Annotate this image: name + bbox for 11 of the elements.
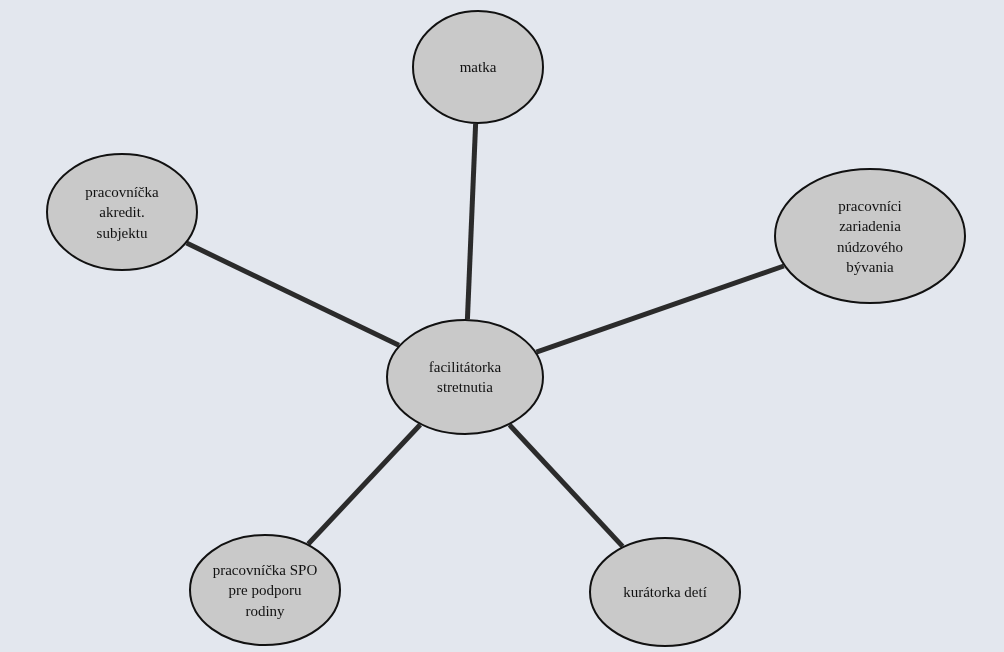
node-label: pracovníci zariadenia núdzového bývania <box>836 196 904 277</box>
node-label: kurátorka detí <box>622 582 708 602</box>
connector-line <box>535 263 785 355</box>
node-label: pracovníčka SPO pre podporu rodiny <box>211 560 319 621</box>
node-label: facilitátorka stretnutia <box>427 357 503 397</box>
connector-line <box>507 423 625 549</box>
connector-line <box>464 123 479 320</box>
connector-line <box>306 423 422 546</box>
node-label: matka <box>458 57 498 77</box>
node-label: pracovníčka akredit. subjektu <box>84 182 160 243</box>
connector-line <box>185 240 400 348</box>
